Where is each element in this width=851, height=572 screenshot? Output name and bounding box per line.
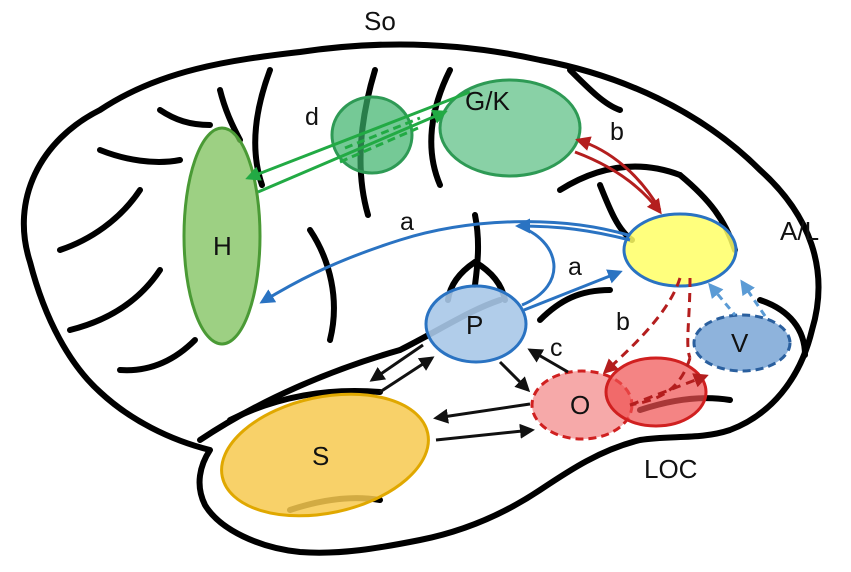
region-gk-ellipse [438,78,582,178]
region-s-ellipse [220,392,430,518]
region-v-label: V [731,328,749,358]
outer-label-so: So [364,6,396,36]
region-gk-small-ellipse [330,95,414,175]
path-label-b-upper: b [610,118,624,146]
region-p-label: P [466,310,483,340]
region-o-label: O [570,390,590,420]
region-h-label: H [213,231,232,261]
pathway-a-blue [259,218,631,312]
region-p-ellipse [424,284,528,364]
region-loc-ellipse [604,356,708,428]
path-label-a-lower: a [568,253,582,281]
pathway-b-lower-red [602,277,709,407]
pathway-black [369,343,569,442]
region-al-ellipse [622,212,738,288]
region-gk-label: G/K [465,86,510,116]
path-label-d: d [305,103,319,131]
outer-label-loc: LOC [644,454,697,484]
path-label-b-lower: b [616,308,630,336]
path-label-a-upper: a [400,208,414,236]
path-label-c: c [550,334,563,362]
pathway-d-green [245,90,471,194]
pathway-b-upper-red [574,136,662,215]
pathway-v-al-lightblue [708,279,767,317]
region-h-ellipse [182,126,262,346]
region-v-ellipse [692,313,792,373]
outer-label-al: A/L [780,216,819,246]
region-s-label: S [312,441,329,471]
